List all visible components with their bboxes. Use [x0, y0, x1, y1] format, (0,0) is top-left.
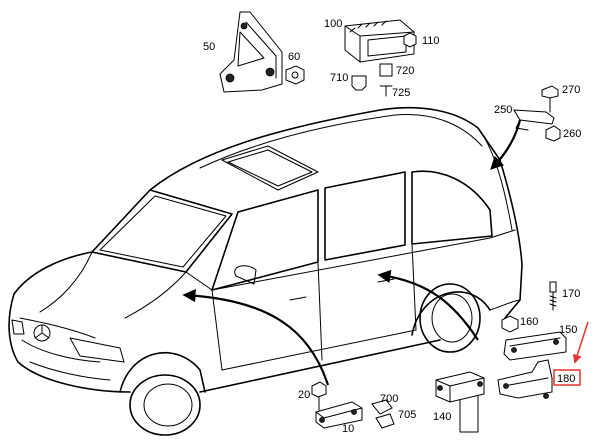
part-725-screw [379, 85, 393, 97]
part-700-clip [371, 399, 393, 415]
label-270: 270 [562, 84, 580, 96]
label-160: 160 [520, 316, 538, 328]
part-60-nut [285, 65, 305, 85]
part-150-bracket [503, 331, 567, 361]
part-250-bracket [513, 109, 555, 131]
part-260-nut [545, 125, 561, 142]
label-700: 700 [380, 393, 398, 405]
label-250: 250 [494, 104, 512, 116]
label-725: 725 [392, 87, 410, 99]
label-60: 60 [288, 51, 300, 63]
part-140-support [435, 371, 485, 433]
part-50-bracket [219, 11, 283, 93]
label-100: 100 [324, 18, 342, 30]
label-170: 170 [562, 288, 580, 300]
callout-arrows [182, 119, 589, 386]
label-20: 20 [298, 389, 310, 401]
label-720: 720 [396, 65, 414, 77]
label-710: 710 [330, 72, 348, 84]
part-labels: 50 60 100 110 710 720 725 250 270 260 17… [203, 18, 581, 435]
vehicle-outline [8, 106, 523, 436]
label-110: 110 [422, 35, 440, 47]
part-170-screw [549, 281, 557, 311]
part-180-bracket [497, 359, 553, 399]
label-150: 150 [559, 324, 577, 336]
label-140: 140 [433, 411, 451, 423]
part-705-clip [375, 413, 395, 429]
label-260: 260 [563, 128, 581, 140]
label-180: 180 [557, 373, 575, 385]
part-270-bolt [541, 85, 559, 113]
part-10-bracket [315, 401, 363, 429]
part-720-clip [379, 63, 393, 77]
part-20-bolt [311, 381, 327, 411]
label-705: 705 [398, 409, 416, 421]
label-50: 50 [203, 41, 215, 53]
part-110-nut [403, 32, 417, 48]
part-710-clip [351, 75, 367, 91]
label-10: 10 [342, 423, 354, 435]
part-160-nut [501, 315, 519, 333]
part-100-control-unit [344, 19, 415, 63]
highlight-box-180 [553, 369, 581, 386]
